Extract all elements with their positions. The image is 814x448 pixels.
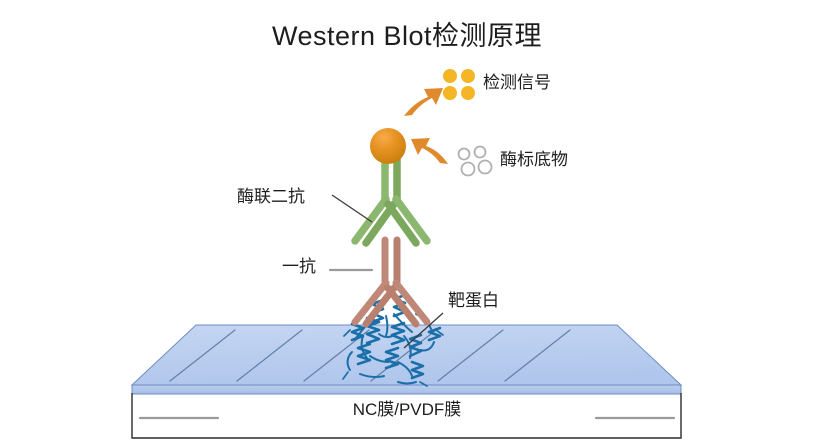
substrate-arrow-icon (411, 138, 448, 164)
primary-antibody-arm-left-outer (351, 279, 390, 326)
label-target-protein: 靶蛋白 (448, 291, 499, 310)
substrate-circle (473, 145, 487, 159)
primary-antibody-arm-right-inner (384, 284, 420, 328)
secondary-antibody-arm-right-inner (384, 200, 420, 247)
signal-arrow-icon (404, 88, 443, 116)
primary-antibody (351, 236, 431, 328)
secondary-antibody-arm-left-outer (351, 195, 390, 245)
secondary-antibody (351, 151, 431, 247)
enzyme-sphere (370, 128, 406, 164)
secondary-antibody-leader (331, 194, 373, 223)
label-detection-signal: 检测信号 (483, 73, 551, 92)
label-primary-antibody: 一抗 (282, 257, 316, 276)
signal-dot (443, 86, 457, 100)
signal-dot (461, 86, 475, 100)
substrate-circle (477, 159, 493, 175)
enzyme-substrate-circles (457, 145, 493, 177)
membrane-stripes (169, 329, 571, 382)
label-enzyme-substrate: 酶标底物 (500, 150, 568, 169)
secondary-antibody-arm-right-outer (392, 195, 431, 245)
primary-antibody-arm-right-outer (392, 279, 431, 326)
signal-dot (461, 69, 475, 83)
page-title: Western Blot检测原理 (271, 21, 543, 51)
membrane-top-face (130, 324, 683, 386)
membrane-slab (130, 324, 683, 395)
label-secondary-antibody: 酶联二抗 (237, 187, 305, 206)
detection-signal-dots (443, 69, 475, 100)
substrate-circle (457, 147, 471, 161)
signal-dot (443, 69, 457, 83)
target-protein-leader (403, 312, 444, 349)
membrane-callout-bracket (131, 393, 682, 439)
membrane-front-edge (131, 384, 682, 395)
label-membrane: NC膜/PVDF膜 (352, 400, 462, 419)
substrate-circle (460, 161, 476, 177)
